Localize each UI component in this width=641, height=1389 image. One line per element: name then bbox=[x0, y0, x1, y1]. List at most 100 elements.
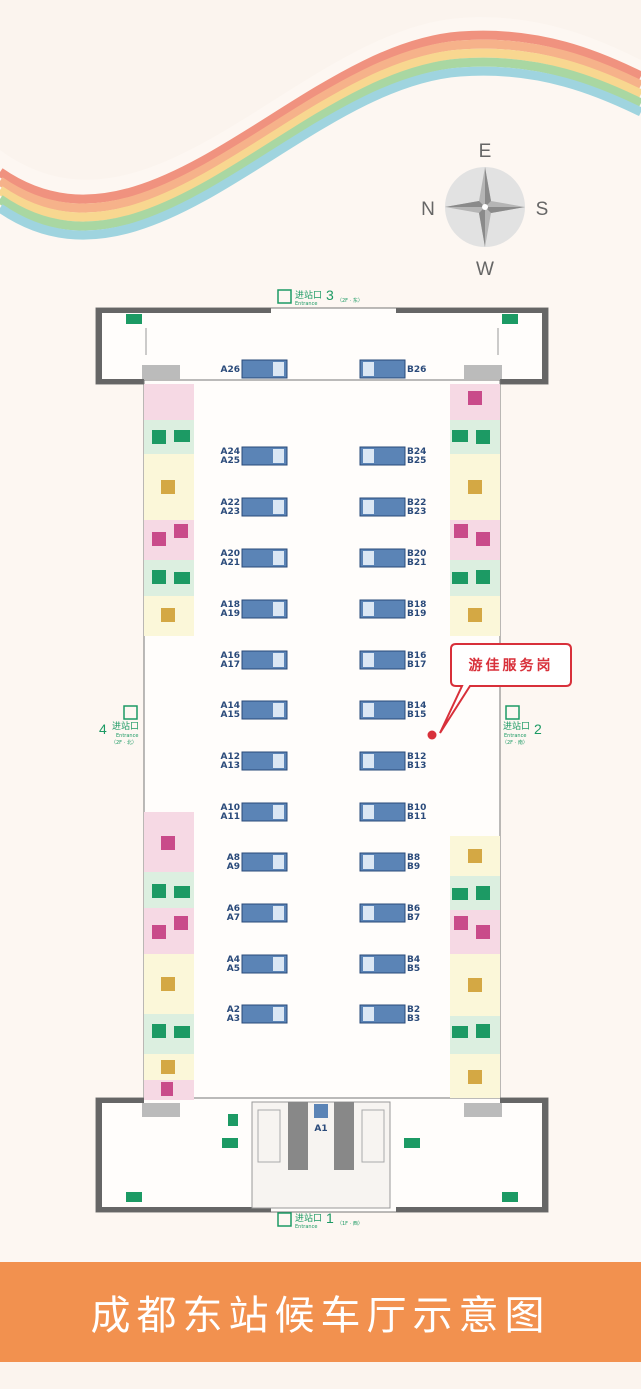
gate-label: A12 bbox=[221, 752, 241, 762]
escalator-icon bbox=[152, 430, 166, 444]
escalator-icon bbox=[152, 570, 166, 584]
escalator-icon bbox=[152, 1024, 166, 1038]
info-icon bbox=[228, 1114, 238, 1126]
shop-icon bbox=[468, 849, 482, 863]
gate-label: B13 bbox=[407, 761, 426, 771]
gate-label: A18 bbox=[221, 600, 241, 610]
gate-label: B19 bbox=[407, 609, 426, 619]
gate-icon bbox=[273, 906, 284, 920]
escalator-stripes bbox=[142, 365, 502, 1117]
gate-icon bbox=[363, 1007, 374, 1021]
facilities-right-bottom bbox=[450, 836, 500, 1098]
gate-label: B5 bbox=[407, 964, 420, 974]
gate-icon bbox=[273, 805, 284, 819]
facilities-right-top bbox=[450, 384, 500, 636]
escalator-icon bbox=[476, 570, 490, 584]
gate-label: B17 bbox=[407, 660, 426, 670]
svg-text:进站口: 进站口 bbox=[295, 1212, 322, 1224]
gate-label: B2 bbox=[407, 1005, 420, 1015]
entrance-3[interactable]: 进站口 3 Entrance （2F · 东） bbox=[277, 287, 363, 307]
gate-label: B9 bbox=[407, 862, 420, 872]
gate-icon bbox=[273, 362, 284, 376]
atm-icon bbox=[174, 572, 190, 584]
svg-text:进站口: 进站口 bbox=[503, 720, 530, 732]
compass-north: N bbox=[421, 199, 435, 220]
svg-text:（2F · 北）: （2F · 北） bbox=[111, 739, 137, 746]
gate-label: A9 bbox=[227, 862, 240, 872]
gate-label: B20 bbox=[407, 549, 426, 559]
shop-icon bbox=[468, 978, 482, 992]
shop-icon bbox=[468, 480, 482, 494]
svg-text:Entrance: Entrance bbox=[295, 301, 317, 307]
gate-label: A4 bbox=[227, 955, 240, 965]
compass-south: S bbox=[536, 199, 549, 220]
svg-text:（1F · 西）: （1F · 西） bbox=[337, 1221, 363, 1227]
gate-label: B23 bbox=[407, 507, 426, 517]
gate-row: A26 bbox=[221, 359, 288, 379]
gate-label: A22 bbox=[221, 498, 241, 508]
svg-text:进站口: 进站口 bbox=[112, 720, 139, 732]
gate-label: B6 bbox=[407, 904, 420, 914]
service-post-label: 游佳服务岗 bbox=[469, 657, 554, 674]
service-post-callout[interactable]: 游佳服务岗 bbox=[427, 643, 572, 740]
atm-icon bbox=[126, 314, 142, 324]
entrance-1[interactable]: 进站口 1 Entrance （1F · 西） bbox=[277, 1210, 363, 1230]
gate-label: A16 bbox=[221, 651, 241, 661]
shop-icon bbox=[161, 1060, 175, 1074]
gate-icon bbox=[363, 957, 374, 971]
compass: E W N S bbox=[421, 141, 548, 280]
escalator-icon bbox=[476, 886, 490, 900]
gate-label: B24 bbox=[407, 447, 426, 457]
gate-label: B14 bbox=[407, 701, 426, 711]
gate-icon bbox=[273, 703, 284, 717]
svg-text:（2F · 南）: （2F · 南） bbox=[502, 739, 528, 746]
gate-label: A10 bbox=[221, 803, 241, 813]
map-title: 成都东站候车厅示意图 bbox=[90, 1293, 551, 1339]
facilities-left-top bbox=[144, 384, 194, 636]
building-outline bbox=[95, 307, 549, 1213]
gate-icon bbox=[273, 957, 284, 971]
atm-icon bbox=[174, 430, 190, 442]
gate-label: A5 bbox=[227, 964, 240, 974]
atm-icon bbox=[174, 886, 190, 898]
facility-icons bbox=[126, 314, 518, 1202]
gate-icon bbox=[363, 703, 374, 717]
gate-label: A21 bbox=[221, 558, 241, 568]
gate-label: B10 bbox=[407, 803, 426, 813]
svg-text:1: 1 bbox=[326, 1210, 334, 1226]
gate-label: B3 bbox=[407, 1014, 420, 1024]
shop-icon bbox=[468, 608, 482, 622]
gate-label: A3 bbox=[227, 1014, 240, 1024]
water-icon bbox=[454, 916, 468, 930]
gate-icon bbox=[273, 500, 284, 514]
gate-icon bbox=[363, 449, 374, 463]
gate-label: A7 bbox=[227, 913, 240, 923]
shop-icon bbox=[161, 480, 175, 494]
compass-east: E bbox=[479, 141, 492, 162]
gates-right: B26B24B25B22B23B20B21B18B19B16B17B14B15B… bbox=[359, 359, 426, 1024]
entrance-2[interactable]: 进站口 2 Entrance （2F · 南） bbox=[502, 705, 542, 746]
gate-icon bbox=[363, 500, 374, 514]
gates-left: A26A24A25A22A23A20A21A18A19A16A17A14A15A… bbox=[221, 359, 288, 1024]
svg-text:进站口: 进站口 bbox=[295, 289, 322, 301]
escalator-icon bbox=[476, 1024, 490, 1038]
svg-text:4: 4 bbox=[99, 721, 107, 737]
atm-icon bbox=[126, 1192, 142, 1202]
entrance-4[interactable]: 4 进站口 Entrance （2F · 北） bbox=[99, 705, 139, 746]
gate-label: B7 bbox=[407, 913, 420, 923]
gate-label: A24 bbox=[221, 447, 241, 457]
gate-label: A14 bbox=[221, 701, 241, 711]
shop-icon bbox=[161, 608, 175, 622]
gate-icon bbox=[273, 449, 284, 463]
gate-icon bbox=[273, 602, 284, 616]
gate-label: A19 bbox=[221, 609, 241, 619]
